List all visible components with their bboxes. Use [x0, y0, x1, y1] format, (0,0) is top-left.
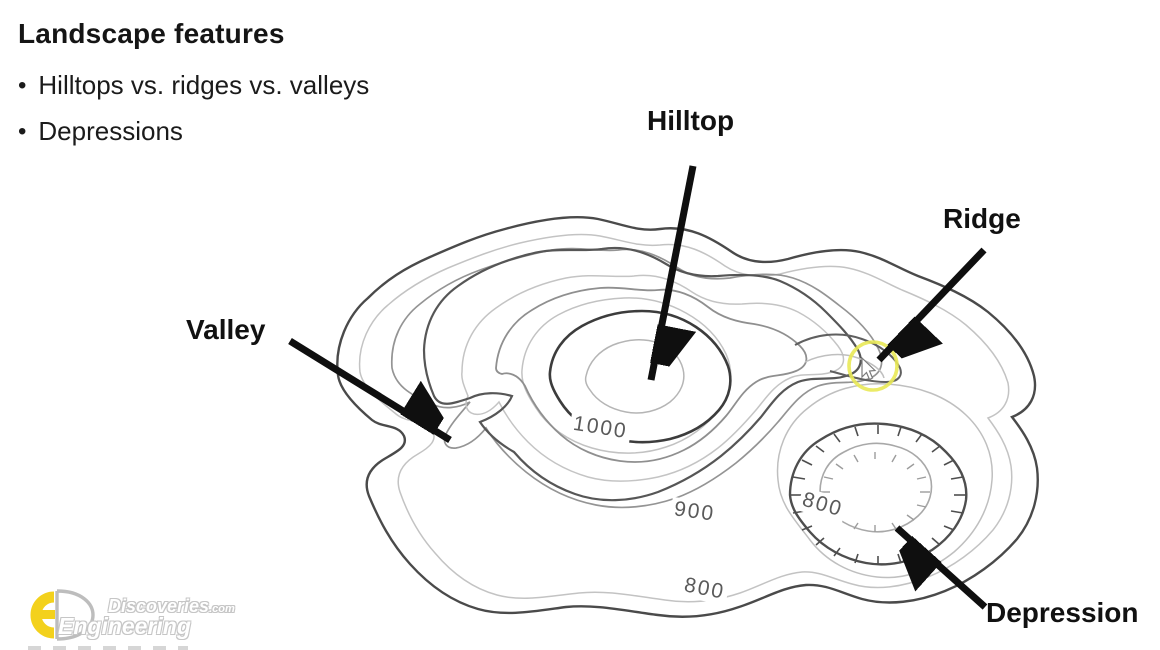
watermark-brand-top-suffix: .com [209, 603, 235, 615]
bullet-glyph: • [18, 72, 27, 99]
bullet-item: • Depressions [18, 116, 183, 148]
bullet-glyph: • [18, 118, 27, 145]
depression-arrow [897, 525, 988, 610]
watermark-brand-top-text: Discoveries [108, 596, 210, 616]
contour-medium-1 [390, 247, 883, 509]
contour-900 [422, 246, 862, 502]
contour-outer [336, 216, 1039, 618]
contour-medium-2 [495, 286, 808, 463]
depression-outer [788, 422, 968, 566]
watermark-brand-top: Discoveries.com [108, 596, 235, 617]
depression-label: Depression [986, 597, 1139, 628]
contour-light-1 [358, 233, 1013, 603]
bullet-text: Hilltops vs. ridges vs. valleys [38, 70, 370, 100]
bullet-item: • Hilltops vs. ridges vs. valleys [18, 70, 369, 102]
bullet-text: Depressions [38, 116, 183, 146]
cutoff-text-fragment [28, 646, 188, 650]
ridge-label: Ridge [943, 203, 1021, 234]
contour-lobe [776, 382, 993, 579]
ridge-arrow [876, 247, 987, 360]
page-title: Landscape features [18, 18, 285, 49]
valley-arrow [288, 338, 450, 443]
depression-inner-hachures [820, 452, 930, 532]
watermark-brand-bottom: Engineering [58, 613, 191, 639]
logo-monogram-icon [30, 589, 95, 641]
contour-light-2 [461, 274, 845, 482]
ridge-nose-light [804, 353, 885, 379]
watermark-logo: Discoveries.com Engineering [24, 585, 254, 647]
contour-summit [584, 339, 685, 414]
hilltop-label: Hilltop [647, 105, 735, 136]
hilltop-arrow [647, 165, 697, 381]
valley-label: Valley [186, 314, 266, 345]
cursor-icon [861, 356, 877, 381]
